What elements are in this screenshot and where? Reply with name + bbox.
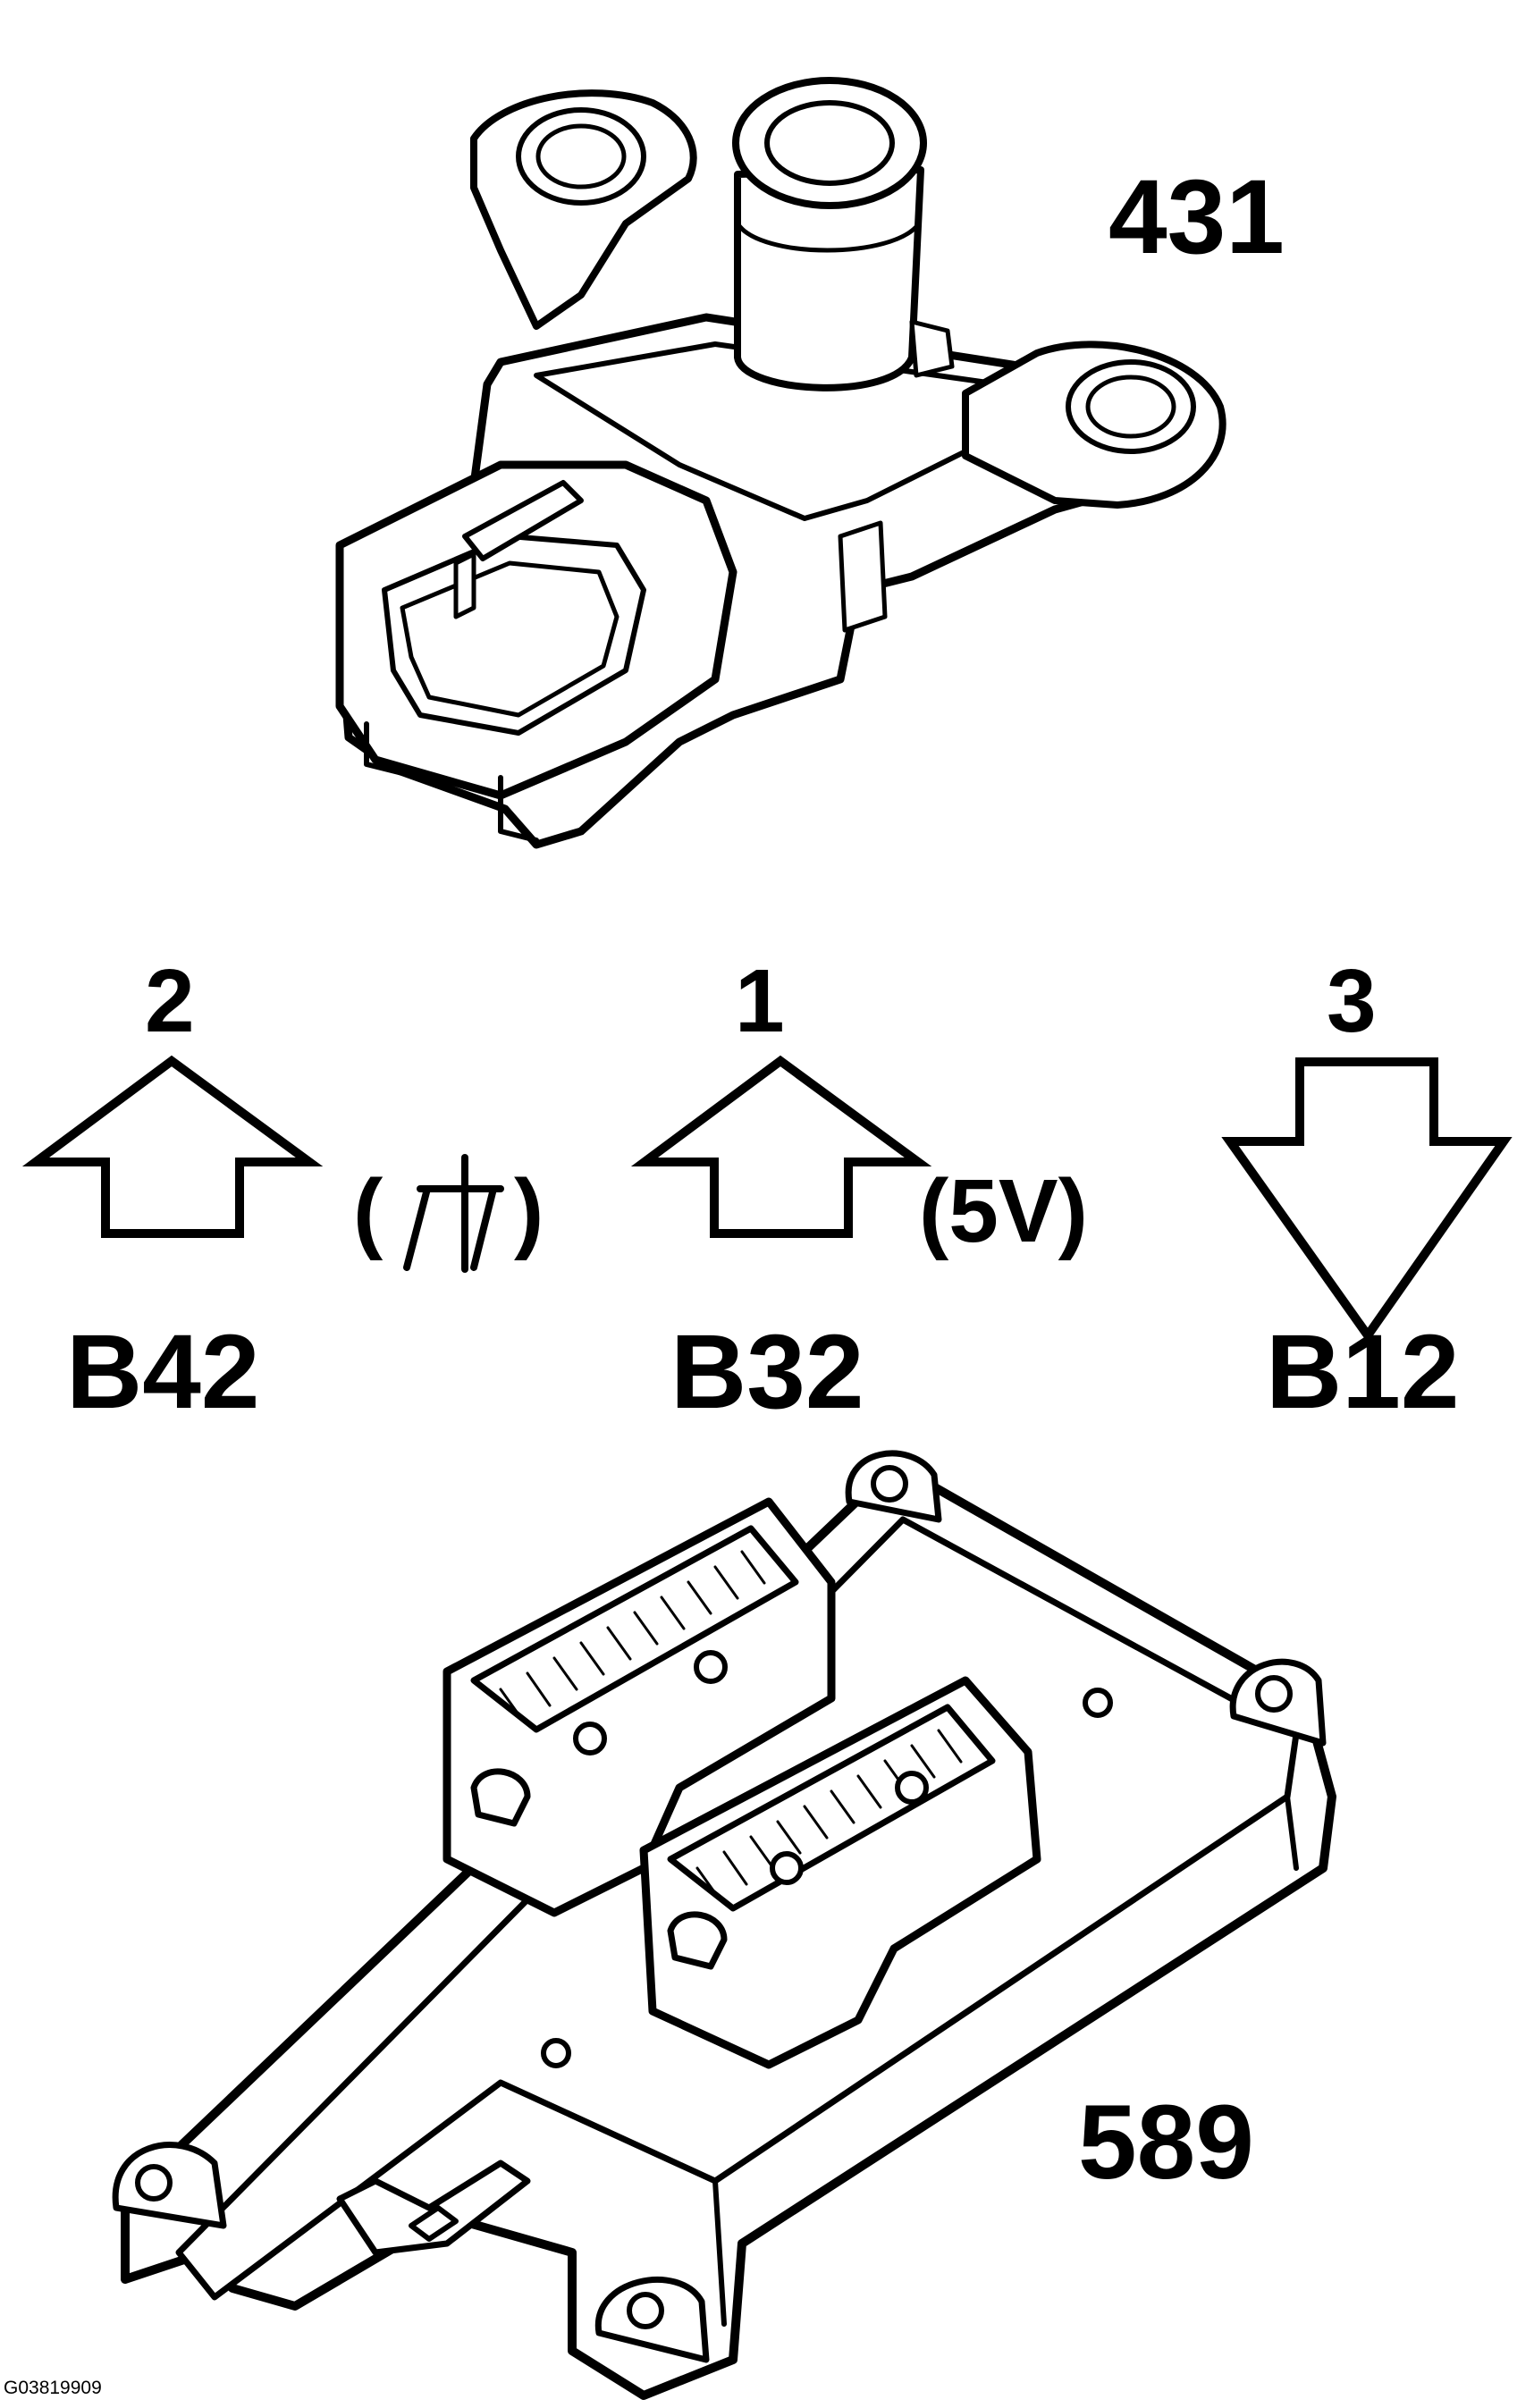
module-nut-b xyxy=(541,2038,571,2068)
left-ear-hole-inner xyxy=(535,123,627,189)
pin-number-3: 3 xyxy=(1327,951,1377,1051)
module-tab-right-hole xyxy=(1255,1675,1293,1713)
ground-note-close-paren: ) xyxy=(514,1161,544,1261)
connector-1-bolt-b xyxy=(573,1722,607,1755)
pin-number-1: 1 xyxy=(735,951,785,1051)
module-tab-bottom-hole xyxy=(627,2292,664,2329)
module-front-edge xyxy=(712,1794,1326,2327)
module-bracket-tab xyxy=(409,2205,459,2242)
pin-arrows xyxy=(21,1055,1513,1343)
figure-id: G03819909 xyxy=(4,2378,102,2398)
arrow-up-pin-1 xyxy=(630,1055,932,1238)
terminal-label-b12: B12 xyxy=(1266,1313,1460,1431)
module-connector-1-pins xyxy=(499,1550,766,1722)
arrow-up-pin-2 xyxy=(21,1055,324,1238)
connector-pins xyxy=(364,721,539,843)
arrow-down-pin-3 xyxy=(1221,1057,1513,1343)
cylinder-inner-top xyxy=(764,100,895,186)
connector-1-bolt-a xyxy=(694,1650,728,1684)
pin-number-2: 2 xyxy=(145,951,195,1051)
ground-symbol-icon xyxy=(403,1154,504,1273)
connector-2-bolt-b xyxy=(770,1851,804,1885)
module-nut-a xyxy=(1083,1688,1113,1718)
terminal-label-b32: B32 xyxy=(670,1313,864,1431)
connector-2-bolt-a xyxy=(895,1771,929,1805)
module-tab-left-hole xyxy=(135,2164,173,2202)
sensor-cylinder xyxy=(734,166,924,392)
connector-inner-outline xyxy=(382,534,646,736)
sensor-label-431: 431 xyxy=(1108,158,1285,276)
connector-inner-rim xyxy=(400,560,620,718)
connector-2-clip xyxy=(667,1911,728,1970)
cylinder-band xyxy=(735,221,922,253)
terminal-label-b42: B42 xyxy=(66,1313,260,1431)
ground-note-open-paren: ( xyxy=(353,1161,384,1261)
module-connector-1-face xyxy=(470,1525,799,1733)
module-tab-top-hole xyxy=(871,1465,908,1503)
connector-latch xyxy=(462,480,584,561)
connector-1-clip xyxy=(470,1768,531,1827)
connector-latch-stem xyxy=(453,551,476,619)
cylinder-tab xyxy=(909,319,955,378)
sensor-side-slot xyxy=(838,520,888,633)
module-connector-2-pins xyxy=(695,1729,963,1901)
sensor-431-drawing xyxy=(335,77,1226,849)
module-label-589: 589 xyxy=(1078,2084,1254,2202)
right-ear-hole-inner xyxy=(1085,375,1176,439)
module-connector-2-face xyxy=(667,1704,996,1912)
pin-1-voltage-note: (5V) xyxy=(919,1161,1088,1261)
module-589-drawing xyxy=(112,1450,1336,2400)
